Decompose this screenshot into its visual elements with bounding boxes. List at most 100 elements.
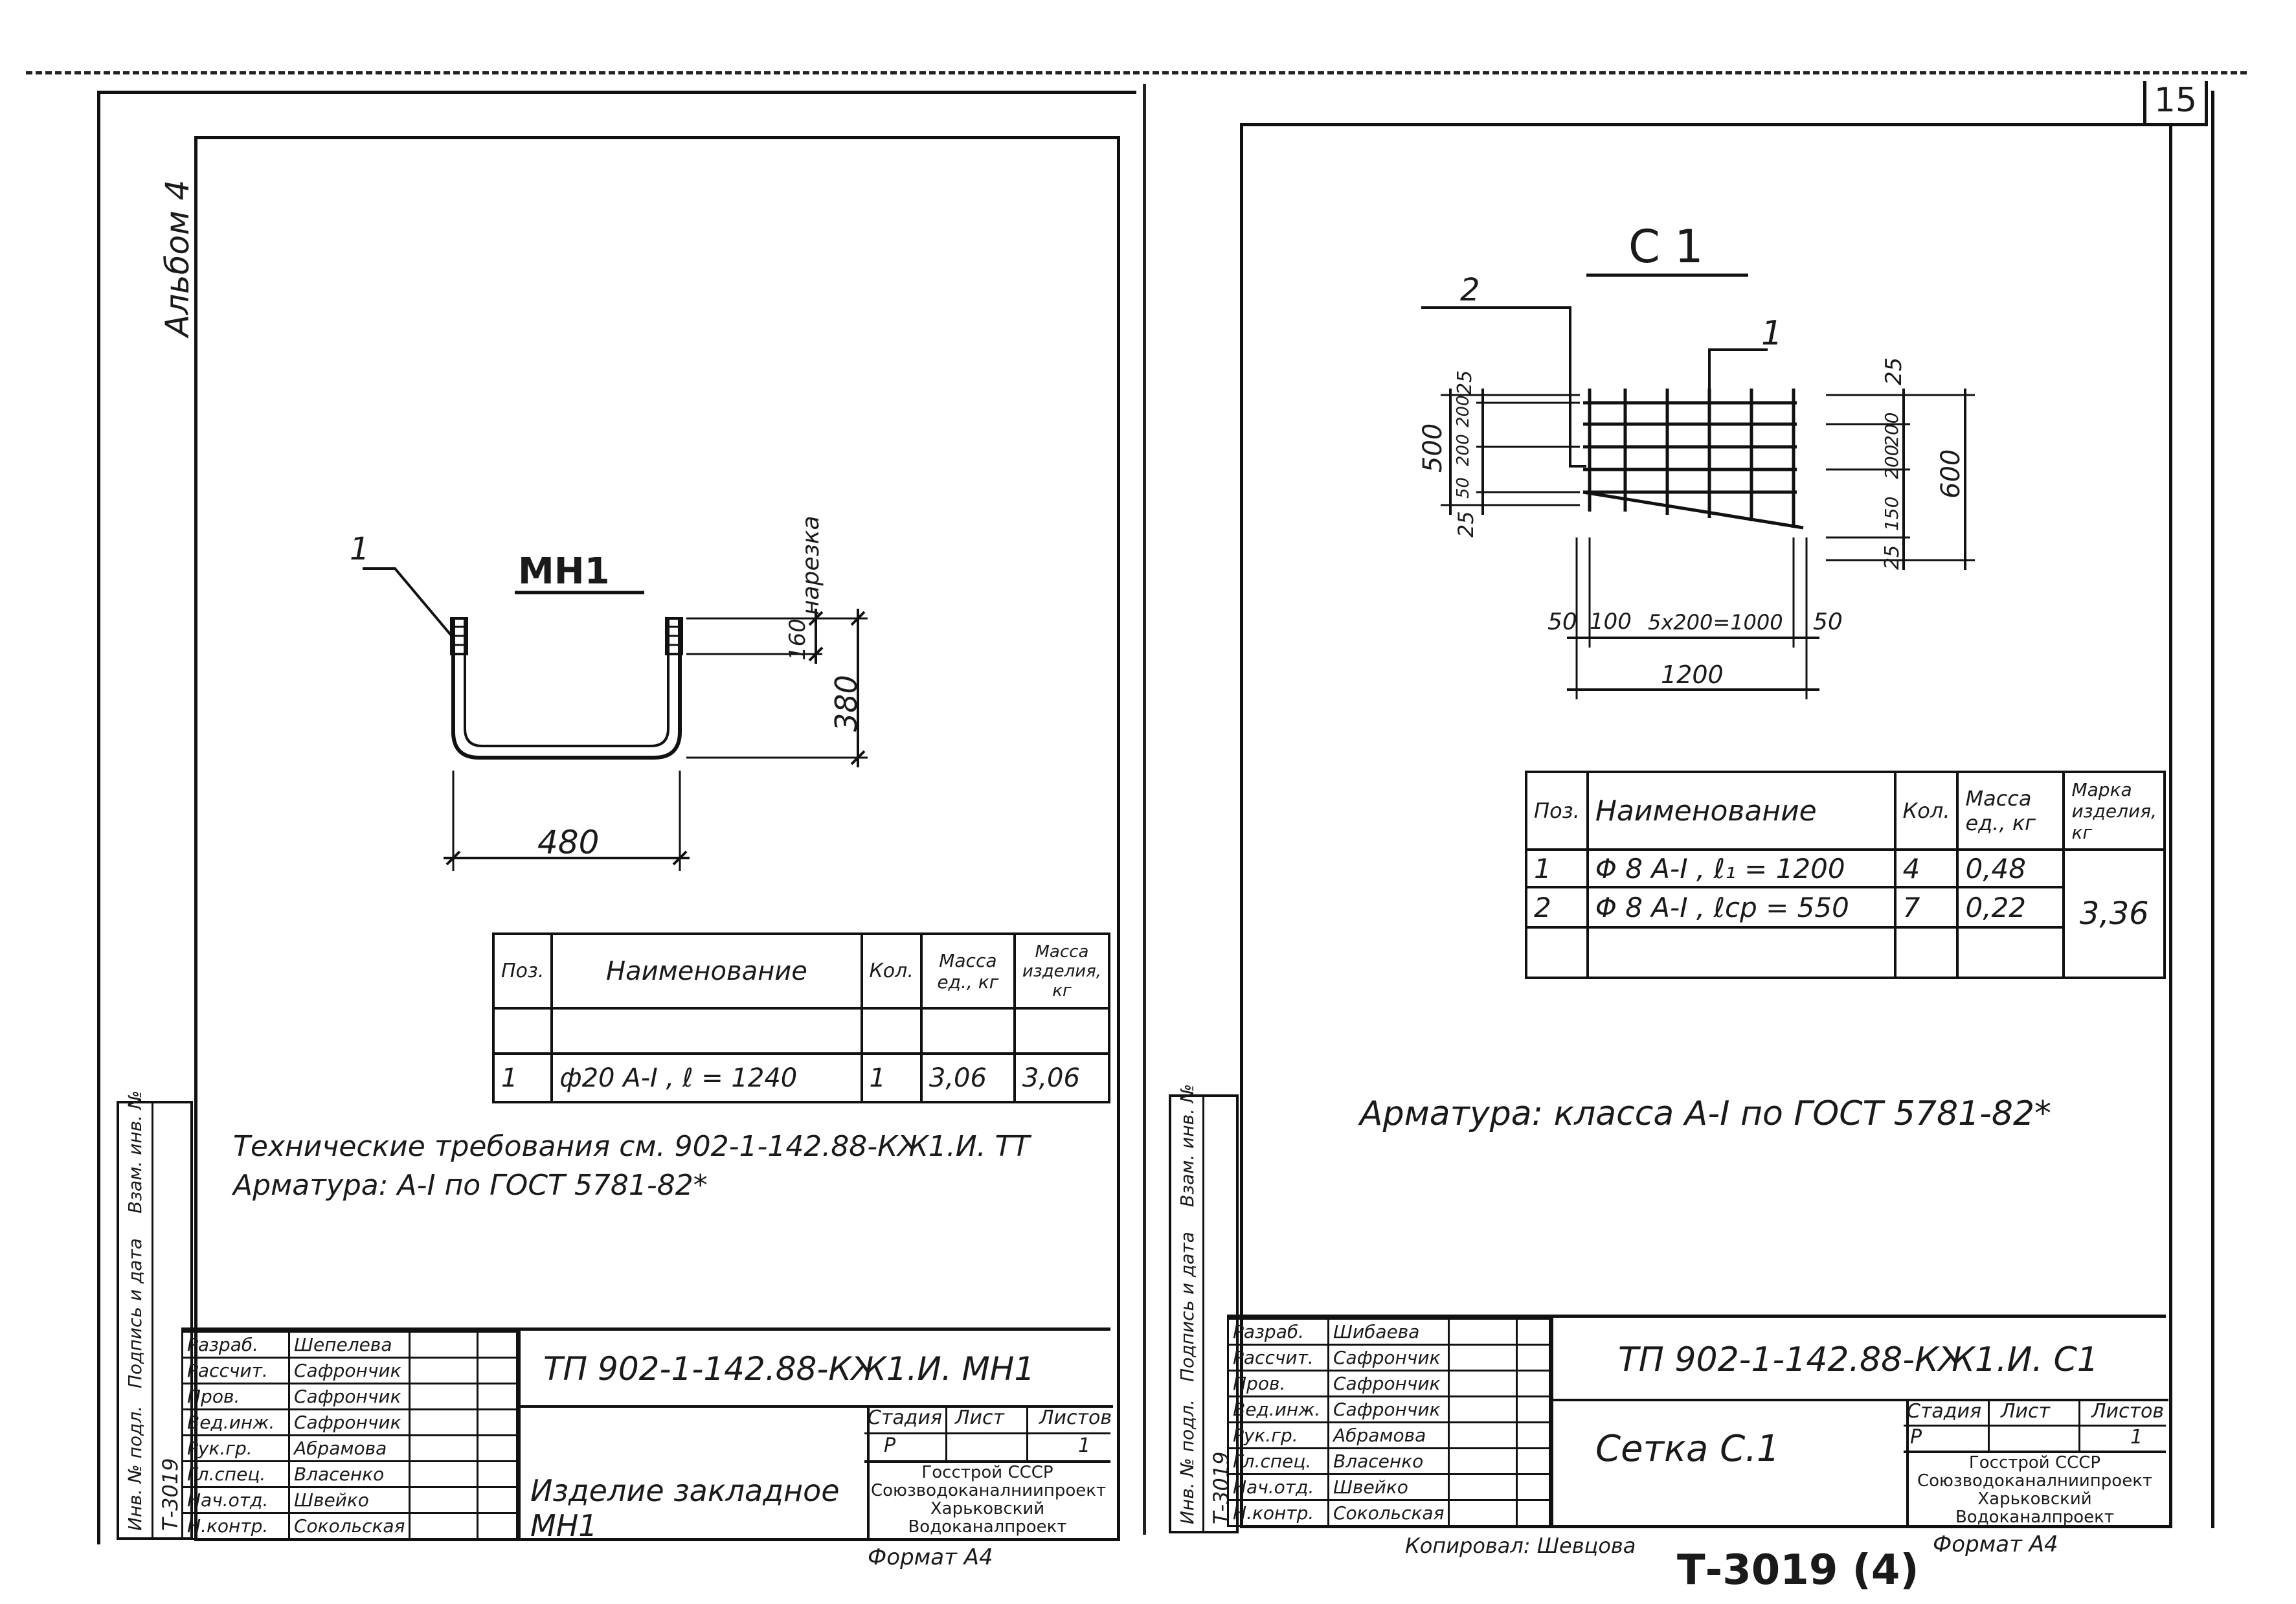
table-cell bbox=[550, 1007, 863, 1055]
left-note-1-text: Технические требования см. 902-1-142.88-… bbox=[233, 1130, 1030, 1163]
mh1-dim-width-text: 480 bbox=[537, 824, 600, 861]
signer-name: Абрамова bbox=[1327, 1421, 1450, 1449]
bottom-stamp: Т-3019 (4) bbox=[1677, 1546, 1919, 1594]
signature bbox=[409, 1383, 479, 1410]
signer-role: Рассчит. bbox=[181, 1357, 290, 1384]
date bbox=[1516, 1447, 1551, 1475]
mh1-callout: 1 bbox=[350, 531, 370, 567]
table-cell: 0,48 bbox=[1956, 848, 2065, 888]
mark-total: 3,36 bbox=[2062, 848, 2166, 979]
table-row: Разраб.Шибаева bbox=[1227, 1318, 1551, 1346]
dim-label: 1200 bbox=[1661, 661, 1724, 689]
stage-header: Листов bbox=[2091, 1400, 2165, 1423]
table-row: Гл.спец.Власенко bbox=[1227, 1447, 1551, 1475]
right-note-1: Арматура: класса А-I по ГОСТ 5781-82* bbox=[1360, 1094, 2051, 1133]
table-row: Н.контр.Сокольская bbox=[1227, 1499, 1551, 1527]
table-cell: 1 bbox=[860, 1052, 923, 1103]
right-sheet-border bbox=[1149, 91, 2214, 1528]
stage-value: 1 bbox=[2130, 1426, 2143, 1449]
right-format: Формат А4 bbox=[1933, 1531, 2058, 1557]
date bbox=[1516, 1344, 1551, 1372]
signer-role: Разраб. bbox=[1227, 1318, 1329, 1346]
signer-name: Сафрончик bbox=[287, 1357, 411, 1384]
right-side-stamp: Инв. № подл. Подпись и дата Взам. инв. №… bbox=[1169, 1084, 1239, 1533]
right-signers-table: Разраб.Шибаева Рассчит.Сафрончик Пров.Са… bbox=[1227, 1318, 1551, 1527]
date bbox=[477, 1357, 518, 1384]
table-cell bbox=[1525, 926, 1589, 979]
date bbox=[1516, 1421, 1551, 1449]
signer-name: Абрамова bbox=[287, 1434, 411, 1462]
left-side-col bbox=[152, 1103, 153, 1537]
table-cell: ф20 А-I , ℓ = 1240 bbox=[550, 1052, 863, 1103]
table-cell: Φ 8 А-I , ℓ₁ = 1200 bbox=[1586, 848, 1896, 888]
table-cell bbox=[1013, 1007, 1111, 1055]
doc-name: Изделие закладное МН1 bbox=[530, 1473, 840, 1543]
signer-role: Пров. bbox=[181, 1383, 290, 1410]
table-row: 2 Φ 8 А-I , ℓср = 550 7 0,22 bbox=[1525, 886, 2165, 929]
dim-label: 100 bbox=[1590, 609, 1632, 635]
signer-role: Нач.отд. bbox=[181, 1486, 290, 1514]
table-header: Масса ед., кг bbox=[1956, 771, 2065, 851]
signer-name: Сафрончик bbox=[1327, 1344, 1450, 1372]
date bbox=[1516, 1370, 1551, 1397]
table-cell bbox=[1956, 926, 2065, 979]
stage-vline bbox=[1988, 1399, 1990, 1451]
dim-label: 25 bbox=[1454, 511, 1478, 537]
doc-name: Сетка С.1 bbox=[1595, 1428, 1780, 1470]
signer-name: Сафрончик bbox=[287, 1383, 411, 1410]
dim-label: 200 bbox=[1454, 434, 1473, 466]
c1-callout-2: 2 bbox=[1460, 272, 1480, 308]
signer-name: Швейко bbox=[1327, 1473, 1450, 1501]
left-signers-table: Разраб.Шепелева Рассчит.Сафрончик Пров.С… bbox=[181, 1331, 518, 1540]
table-cell: 3,06 bbox=[1013, 1052, 1111, 1103]
table-cell bbox=[1893, 926, 1959, 979]
date bbox=[477, 1486, 518, 1514]
table-row bbox=[1525, 926, 2165, 979]
stage-divider bbox=[1904, 1425, 2166, 1427]
signature bbox=[409, 1486, 479, 1514]
date bbox=[1516, 1473, 1551, 1501]
right-side-col bbox=[1202, 1097, 1204, 1531]
table-row: Рассчит.Сафрончик bbox=[181, 1357, 518, 1384]
table-row: Гл.спец.Власенко bbox=[181, 1460, 518, 1488]
table-cell: 1 bbox=[1525, 848, 1589, 888]
mh1-dim-width: 480 bbox=[537, 824, 599, 861]
left-note-2-text: Арматура: А-I по ГОСТ 5781-82* bbox=[233, 1169, 708, 1202]
dim-label: 25 bbox=[1881, 545, 1904, 570]
date bbox=[477, 1408, 518, 1436]
table-header: Масса ед., кг bbox=[919, 932, 1016, 1010]
table-header: Кол. bbox=[1893, 771, 1959, 851]
dim-label: 25 bbox=[1881, 357, 1907, 385]
table-row: Рук.гр.Абрамова bbox=[1227, 1421, 1551, 1449]
right-org: Госстрой СССР Союзводоканалниипроект Хар… bbox=[1917, 1453, 2153, 1527]
left-stage-row: Стадия Лист Листов Р 1 bbox=[864, 1405, 1112, 1463]
table-cell: 3,06 bbox=[919, 1052, 1016, 1103]
signature bbox=[1448, 1395, 1518, 1423]
dim-label: 150 bbox=[1881, 496, 1902, 531]
left-code-cell: ТП 902-1-142.88-КЖ1.И. МН1 bbox=[518, 1331, 1113, 1408]
table-row: Н.контр.Сокольская bbox=[181, 1512, 518, 1540]
c1-title-text: С 1 bbox=[1628, 220, 1704, 273]
date bbox=[477, 1434, 518, 1462]
stage-divider bbox=[864, 1432, 1110, 1434]
table-row: Нач.отд.Швейко bbox=[181, 1486, 518, 1514]
right-title-block: Разраб.Шибаева Рассчит.Сафрончик Пров.Са… bbox=[1227, 1315, 2168, 1527]
signature bbox=[409, 1460, 479, 1488]
table-header: Марка изделия, кг bbox=[2062, 771, 2166, 851]
signer-role: Разраб. bbox=[181, 1331, 290, 1359]
signature bbox=[1448, 1344, 1518, 1372]
dim-label: 600 bbox=[1936, 449, 1966, 499]
date bbox=[1516, 1318, 1551, 1346]
signer-role: Нач.отд. bbox=[1227, 1473, 1329, 1501]
right-code-cell: ТП 902-1-142.88-КЖ1.И. С1 bbox=[1551, 1318, 2168, 1401]
table-row: Рассчит.Сафрончик bbox=[1227, 1344, 1551, 1372]
left-note-1: Технические требования см. 902-1-142.88-… bbox=[233, 1130, 1030, 1163]
date bbox=[477, 1383, 518, 1410]
stage-header: Лист bbox=[955, 1406, 1005, 1429]
dim-label: 5x200=1000 bbox=[1648, 610, 1783, 635]
table-header-row: Поз. Наименование Кол. Масса ед., кг Мар… bbox=[1525, 771, 2166, 851]
table-row: Вед.инж.Сафрончик bbox=[181, 1408, 518, 1436]
date bbox=[1516, 1395, 1551, 1423]
signer-role: Вед.инж. bbox=[181, 1408, 290, 1436]
